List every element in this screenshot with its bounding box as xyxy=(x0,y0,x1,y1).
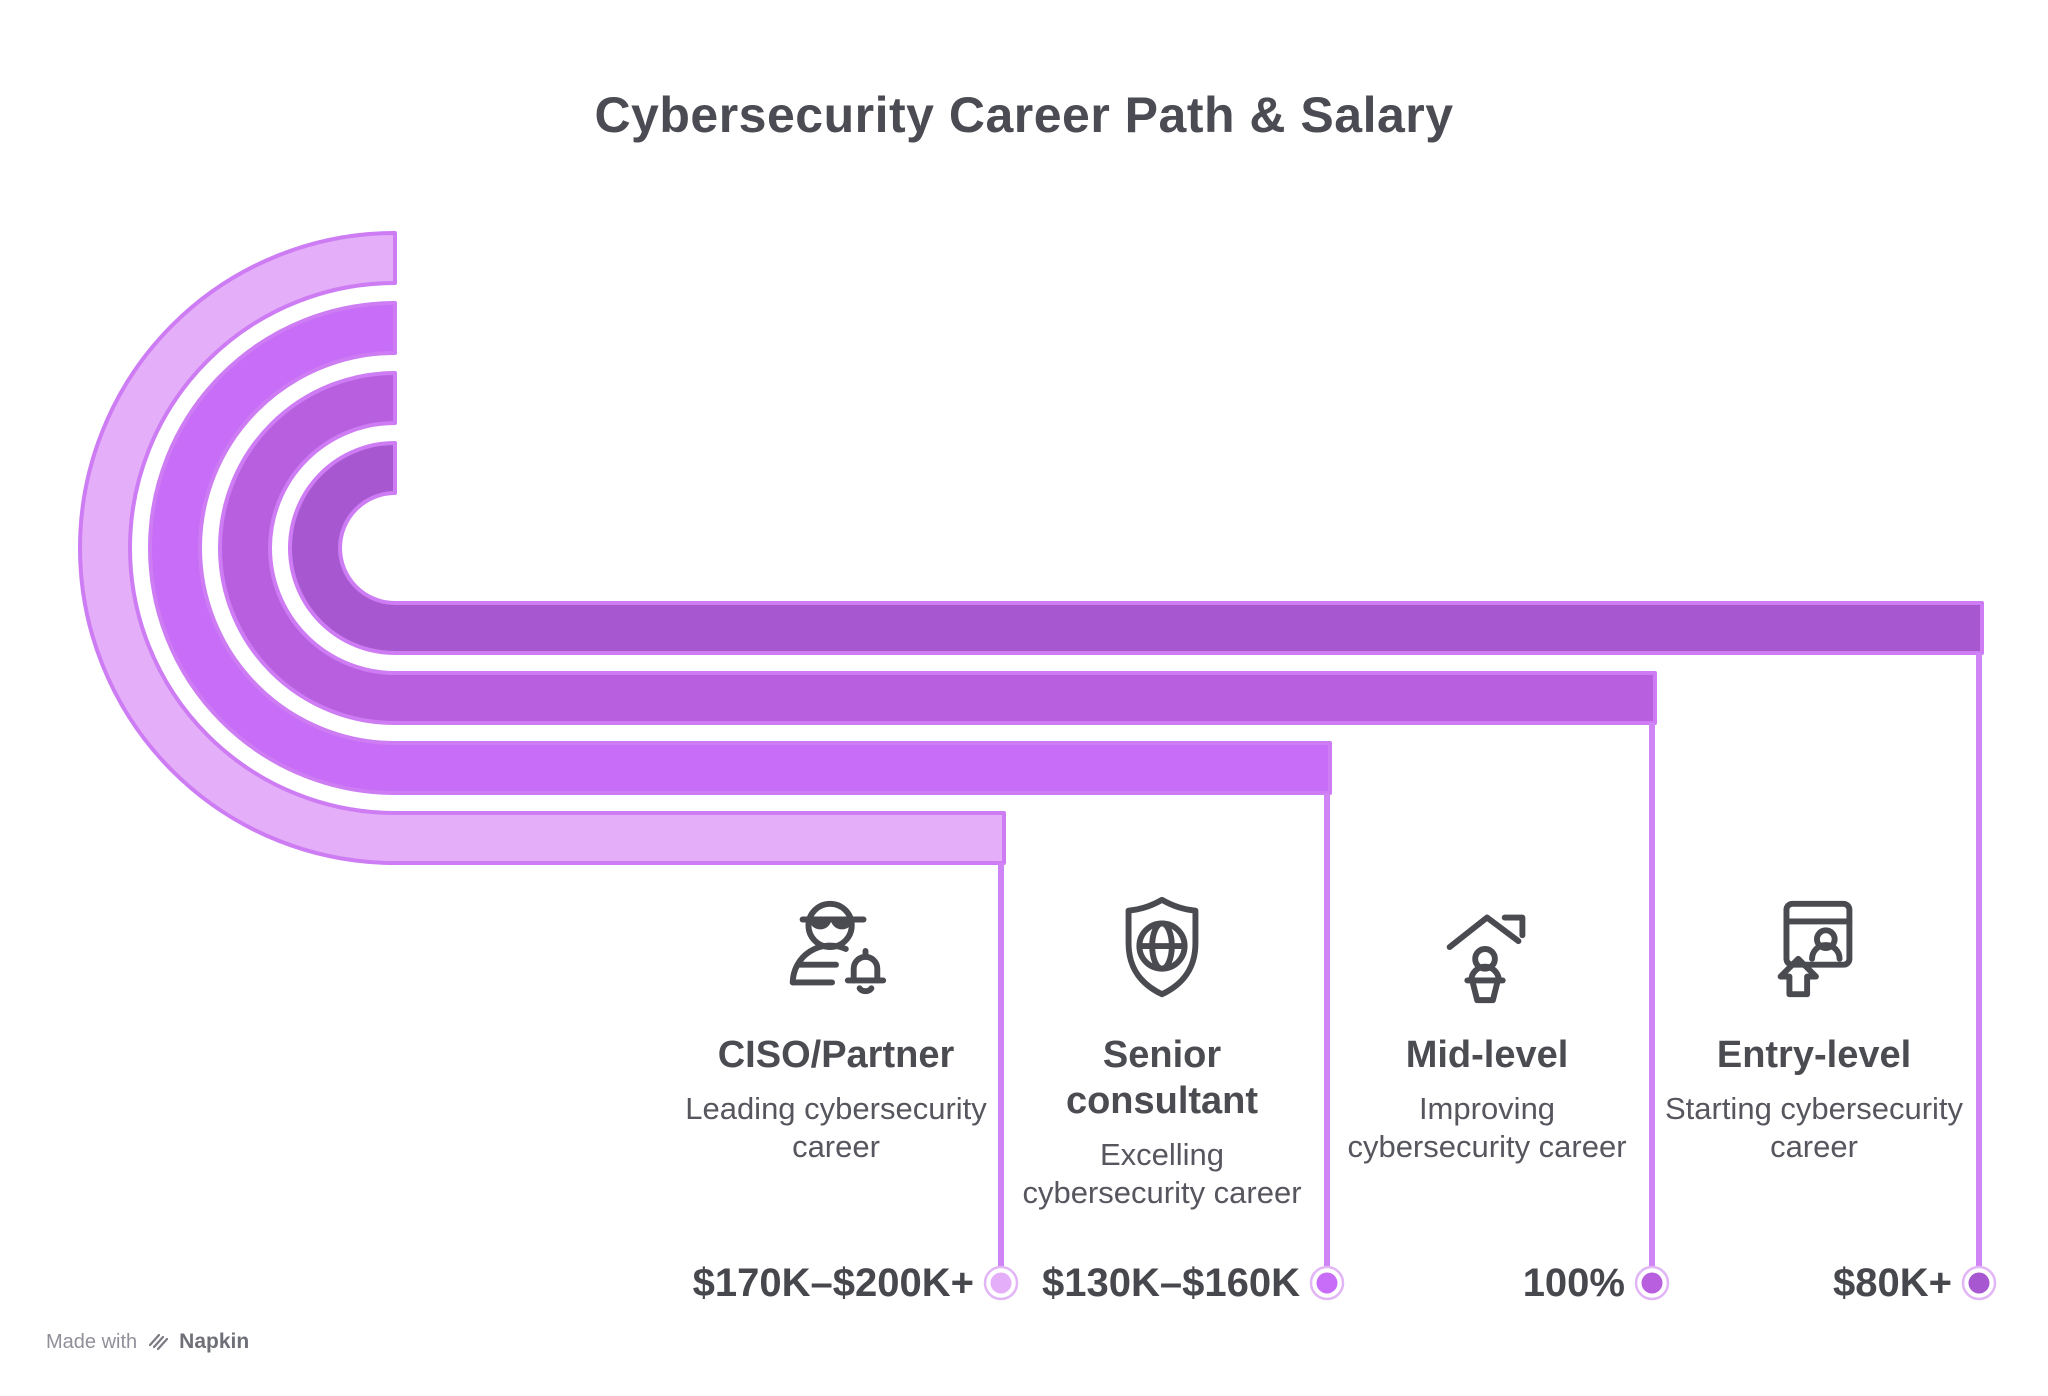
dot-3 xyxy=(1641,1272,1663,1294)
level-value-ciso: $170K–$200K+ xyxy=(692,1261,974,1305)
level-value-entry: $80K+ xyxy=(1833,1261,1952,1305)
band-4 xyxy=(288,441,1984,655)
made-with-napkin: Made with Napkin xyxy=(46,1330,249,1354)
level-title: CISO/Partner xyxy=(717,1034,955,1076)
level-title: Senior consultant xyxy=(1065,1034,1259,1122)
level-description: Starting cybersecurity career xyxy=(1664,1091,1964,1164)
level-description: Improving cybersecurity career xyxy=(1347,1091,1627,1164)
band-1 xyxy=(78,231,1006,865)
napkin-logo-icon xyxy=(149,1333,169,1351)
page-title: Cybersecurity Career Path & Salary xyxy=(594,87,1454,143)
shield-globe-icon xyxy=(1007,886,1317,1012)
level-value-senior: $130K–$160K xyxy=(1042,1261,1300,1305)
house-trend-icon xyxy=(1332,886,1642,1012)
level-title: Entry-level xyxy=(1716,1034,1912,1076)
level-description: Leading cybersecurity career xyxy=(685,1091,987,1164)
band-3 xyxy=(218,371,1657,725)
dot-4 xyxy=(1968,1272,1990,1294)
napkin-brand-label: Napkin xyxy=(179,1330,250,1353)
level-title: Mid-level xyxy=(1405,1034,1569,1076)
level-column-senior: Senior consultant Excelling cybersecurit… xyxy=(1007,886,1317,1212)
dot-1 xyxy=(990,1272,1012,1294)
level-column-entry: Entry-level Starting cybersecurity caree… xyxy=(1659,886,1969,1166)
band-2 xyxy=(148,301,1332,795)
level-column-mid: Mid-level Improving cybersecurity career xyxy=(1332,886,1642,1166)
level-description: Excelling cybersecurity career xyxy=(1022,1137,1302,1210)
level-column-ciso: CISO/Partner Leading cybersecurity caree… xyxy=(681,886,991,1166)
window-newcomer-icon xyxy=(1659,886,1969,1012)
made-with-label: Made with xyxy=(46,1330,138,1353)
level-value-mid: 100% xyxy=(1522,1261,1625,1305)
dot-2 xyxy=(1316,1272,1338,1294)
spy-agent-bell-icon xyxy=(681,886,991,1012)
